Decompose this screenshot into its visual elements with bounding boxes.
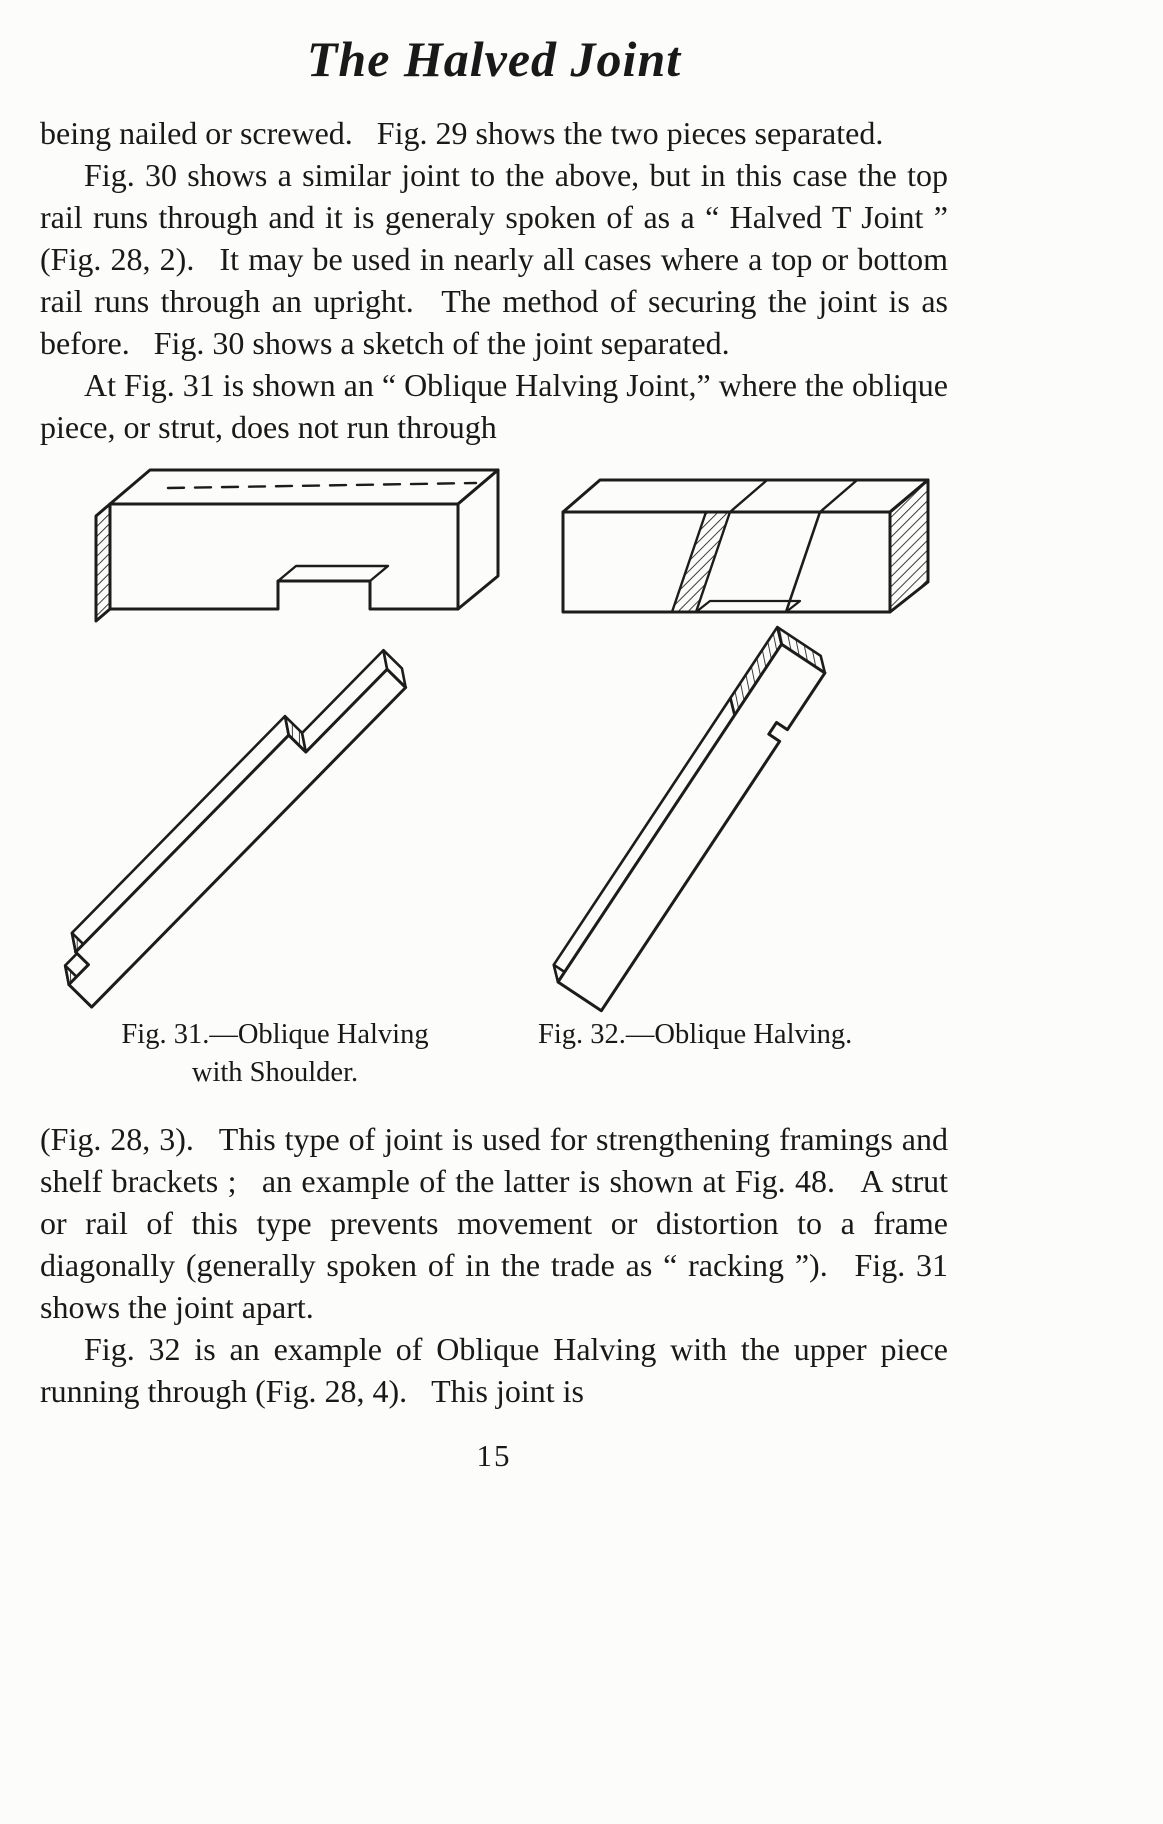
paragraph: Fig. 32 is an example of Oblique Halving… [40, 1331, 948, 1409]
figure-area: Fig. 31.—Oblique Halving with Shoulder. [40, 454, 948, 1092]
paragraph: being nailed or screwed. Fig. 29 shows t… [40, 115, 884, 151]
fig32-drawing [552, 478, 930, 1013]
fig31-drawing [63, 468, 500, 1009]
page-number: 15 [476, 1438, 512, 1473]
fig31-rail-piece [94, 468, 500, 623]
fig31-strut-piece [63, 648, 408, 1009]
fig32-caption: Fig. 32.—Oblique Halving. [538, 1019, 853, 1050]
paragraph: (Fig. 28, 3). This type of joint is used… [40, 1121, 948, 1325]
page-title: The Halved Joint [306, 31, 682, 87]
fig32-strut-piece [552, 625, 827, 1013]
fig31-caption: Fig. 31.—Oblique Halving with Shoulder. [40, 1016, 510, 1092]
fig31-caption-line2: with Shoulder. [191, 1057, 359, 1088]
fig31-caption-line1: Fig. 31.—Oblique Halving [121, 1019, 429, 1050]
figure-31: Fig. 31.—Oblique Halving with Shoulder. [40, 454, 510, 1092]
book-page: The Halved Joint being nailed or screwed… [40, 30, 948, 1474]
text-block: The Halved Joint being nailed or screwed… [40, 30, 948, 1474]
paragraph: At Fig. 31 is shown an “ Oblique Halving… [40, 367, 948, 445]
fig32-rail-piece [561, 478, 930, 614]
paragraph: Fig. 30 shows a similar joint to the abo… [40, 157, 948, 361]
end-grain-hatching [94, 502, 112, 623]
figure-32: Fig. 32.—Oblique Halving. [538, 454, 938, 1092]
